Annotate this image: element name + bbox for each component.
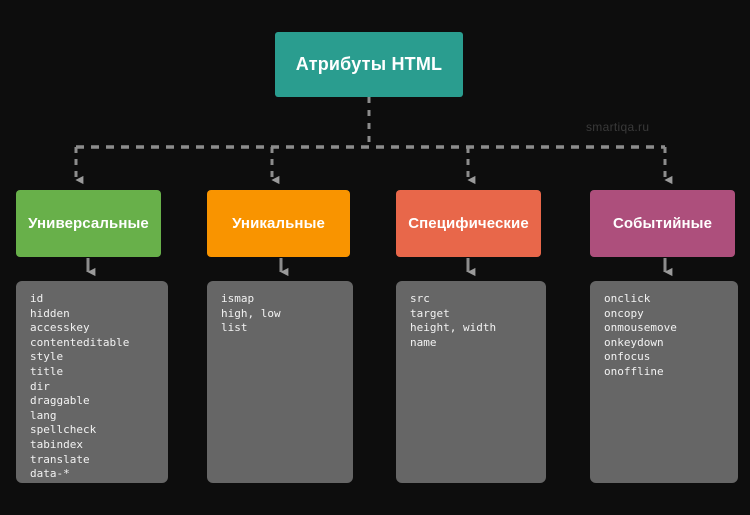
category-node-event[interactable]: Событийные [590,190,735,257]
attribute-item: height, width [410,321,497,335]
watermark: smartiqa.ru [586,120,650,134]
attribute-item: contenteditable [30,335,130,349]
category-node-specific[interactable]: Специфические [396,190,541,257]
attribute-item: id [30,292,44,305]
attribute-item: translate [30,452,90,466]
attribute-item: spellcheck [30,423,97,437]
category-node-unique[interactable]: Уникальные [207,190,350,257]
attribute-item: dir [30,379,50,393]
attribute-item: onoffline [604,364,664,378]
attribute-item: draggable [30,394,90,408]
category-label-specific: Специфические [408,215,529,232]
attribute-item: name [410,335,437,349]
category-label-universal: Универсальные [28,215,149,232]
attribute-item: data-* [30,467,70,481]
attribute-item: onkeydown [604,335,664,349]
attribute-item: accesskey [30,321,90,335]
attribute-item: lang [30,408,57,422]
root-node-label: Атрибуты HTML [295,54,443,74]
attribute-item: onmousemove [604,321,677,335]
attribute-item: ismap [221,292,255,305]
attribute-item: high, low [221,306,281,320]
attribute-item: onfocus [604,350,651,364]
category-label-event: Событийные [612,215,713,232]
attribute-item: onclick [604,292,651,305]
attribute-item: hidden [30,306,70,320]
attribute-item: oncopy [604,306,644,320]
category-label-unique: Уникальные [232,215,325,232]
attribute-item: src [410,292,430,305]
attribute-item: title [30,364,64,378]
attribute-item: list [221,321,248,335]
attribute-item: target [410,306,450,320]
attribute-item: tabindex [30,437,83,451]
attribute-item: style [30,350,64,364]
root-node[interactable]: Атрибуты HTML [275,32,463,97]
category-node-universal[interactable]: Универсальные [16,190,161,257]
